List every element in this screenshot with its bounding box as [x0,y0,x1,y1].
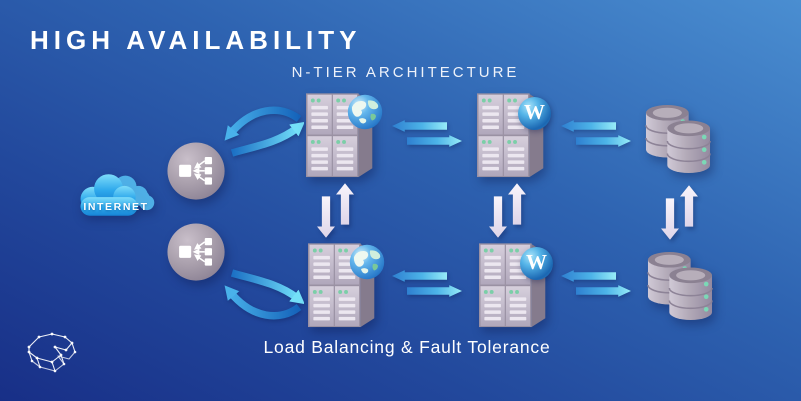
h-arrow-left [561,270,616,282]
internet-cloud: INTERNET [72,170,160,226]
load-balancer-top [166,141,228,203]
v-arrow-pair [489,183,527,239]
wordpress-icon: W [520,247,553,280]
h-arrow-right [407,135,462,147]
h-arrow-right [576,285,631,297]
v-arrow-pair [317,183,355,239]
h-arrow-left [392,270,447,282]
down-arrow-icon [317,196,335,238]
diagram-subtitle: N-TIER ARCHITECTURE [291,64,520,81]
h-arrow-right [407,285,462,297]
h-arrow-left [561,120,616,132]
wordpress-icon: W [518,97,551,130]
down-arrow-icon [661,198,679,240]
database-icon [645,103,711,175]
curved-arrow-pair [220,102,304,160]
load-balancer-bottom [166,222,228,284]
cloud-icon [80,174,155,216]
brand-logo [22,330,78,382]
wordpress-initial: W [526,250,547,274]
up-arrow-icon [680,185,698,227]
h-arrow-right [576,135,631,147]
globe-icon [349,244,385,280]
wordpress-initial: W [524,100,545,124]
database-cluster-top [645,103,711,175]
diagram-caption: Load Balancing & Fault Tolerance [263,337,551,357]
database-icon [647,250,713,322]
up-arrow-icon [508,183,526,225]
page-title: HIGH AVAILABILITY [30,25,362,55]
database-cluster-bottom [647,250,713,322]
h-arrow-left [392,120,447,132]
globe-icon [347,94,383,130]
logo-icon [27,332,77,373]
up-arrow-icon [336,183,354,225]
load-balancer-icon [166,141,228,203]
v-arrow-pair [661,185,699,241]
internet-label: INTERNET [83,201,149,213]
curved-arrow-pair [220,266,304,324]
down-arrow-icon [489,196,507,238]
load-balancer-icon [166,222,228,284]
